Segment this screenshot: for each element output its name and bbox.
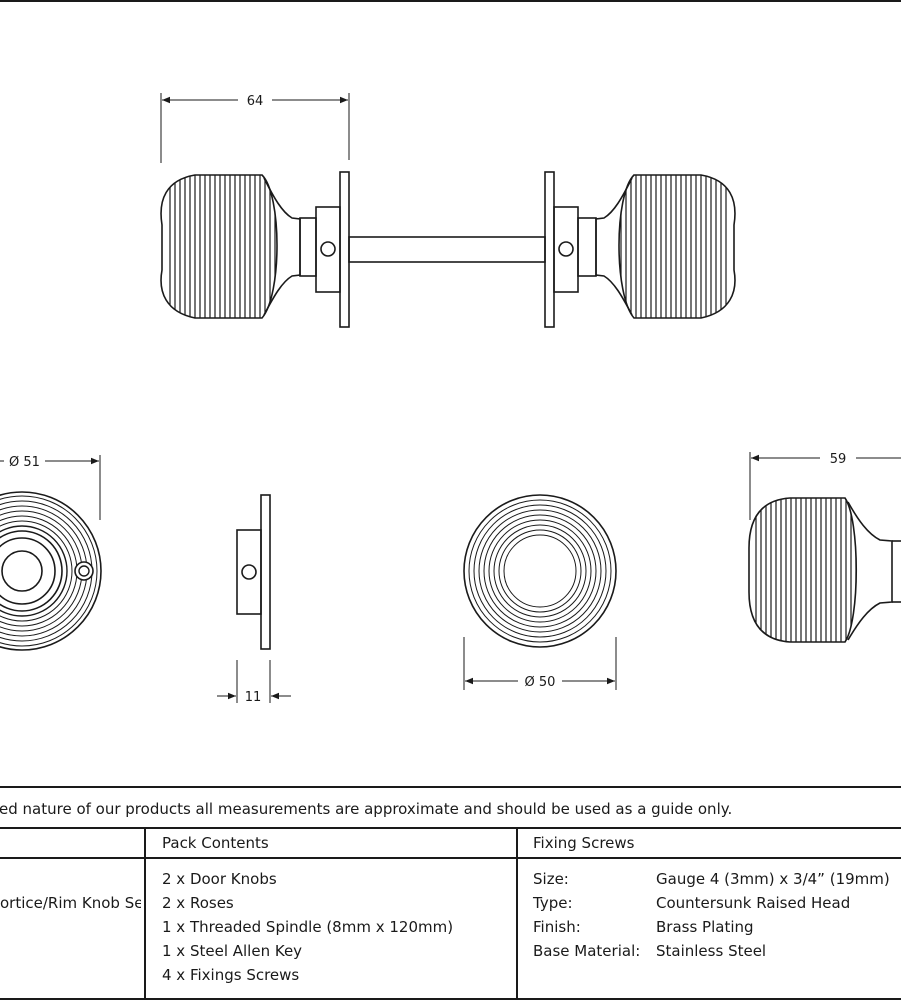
screw-spec-value: Brass Plating bbox=[656, 918, 754, 936]
header-fixing-screws: Fixing Screws bbox=[533, 834, 635, 852]
header-pack-contents: Pack Contents bbox=[162, 834, 269, 852]
left-knob bbox=[160, 171, 350, 328]
product-description: ortice/Rim Knob Set bbox=[0, 894, 141, 912]
dimension-knob-diameter bbox=[463, 637, 617, 690]
dim-label-rose-diameter: Ø 51 bbox=[9, 455, 40, 470]
dim-label-59: 59 bbox=[830, 452, 847, 467]
right-knob bbox=[544, 171, 736, 328]
knob-end-view bbox=[463, 494, 617, 648]
screw-spec-value: Stainless Steel bbox=[656, 942, 767, 960]
fixing-screws-labels: Size: Type: Finish: Base Material: bbox=[533, 867, 640, 963]
pack-item: 2 x Roses bbox=[162, 894, 234, 912]
dimension-rose-diameter bbox=[0, 455, 101, 520]
spindle bbox=[348, 236, 546, 263]
rose-front-view bbox=[0, 491, 102, 651]
info-table-grid bbox=[0, 786, 901, 1000]
screw-spec-label: Type: bbox=[533, 894, 573, 912]
screw-spec-label: Finish: bbox=[533, 918, 581, 936]
pack-contents-list: 2 x Door Knobs 2 x Roses 1 x Threaded Sp… bbox=[162, 867, 453, 987]
disclaimer-label: ed nature of our products all measuremen… bbox=[0, 800, 733, 818]
fixing-screws-values: Gauge 4 (3mm) x 3/4” (19mm) Countersunk … bbox=[656, 867, 890, 963]
disclaimer-text: ed nature of our products all measuremen… bbox=[0, 797, 901, 821]
pack-item: 1 x Steel Allen Key bbox=[162, 942, 303, 960]
screw-spec-label: Size: bbox=[533, 870, 569, 888]
dim-label-knob-diameter: Ø 50 bbox=[525, 675, 556, 690]
assembly-front-view bbox=[160, 171, 736, 328]
pack-item: 1 x Threaded Spindle (8mm x 120mm) bbox=[162, 918, 454, 936]
rose-side-view bbox=[236, 494, 271, 650]
pack-item: 4 x Fixings Screws bbox=[162, 966, 300, 984]
dim-label-64: 64 bbox=[247, 94, 264, 109]
dimension-rose-depth bbox=[217, 660, 291, 703]
dimension-knob-projection bbox=[749, 452, 901, 520]
knob-side-view bbox=[748, 497, 901, 643]
screw-spec-value: Gauge 4 (3mm) x 3/4” (19mm) bbox=[656, 870, 890, 888]
pack-item: 2 x Door Knobs bbox=[162, 870, 277, 888]
screw-spec-value: Countersunk Raised Head bbox=[656, 894, 851, 912]
dim-label-11: 11 bbox=[245, 690, 262, 705]
dimension-overall-width bbox=[160, 93, 350, 163]
screw-spec-label: Base Material: bbox=[533, 942, 641, 960]
